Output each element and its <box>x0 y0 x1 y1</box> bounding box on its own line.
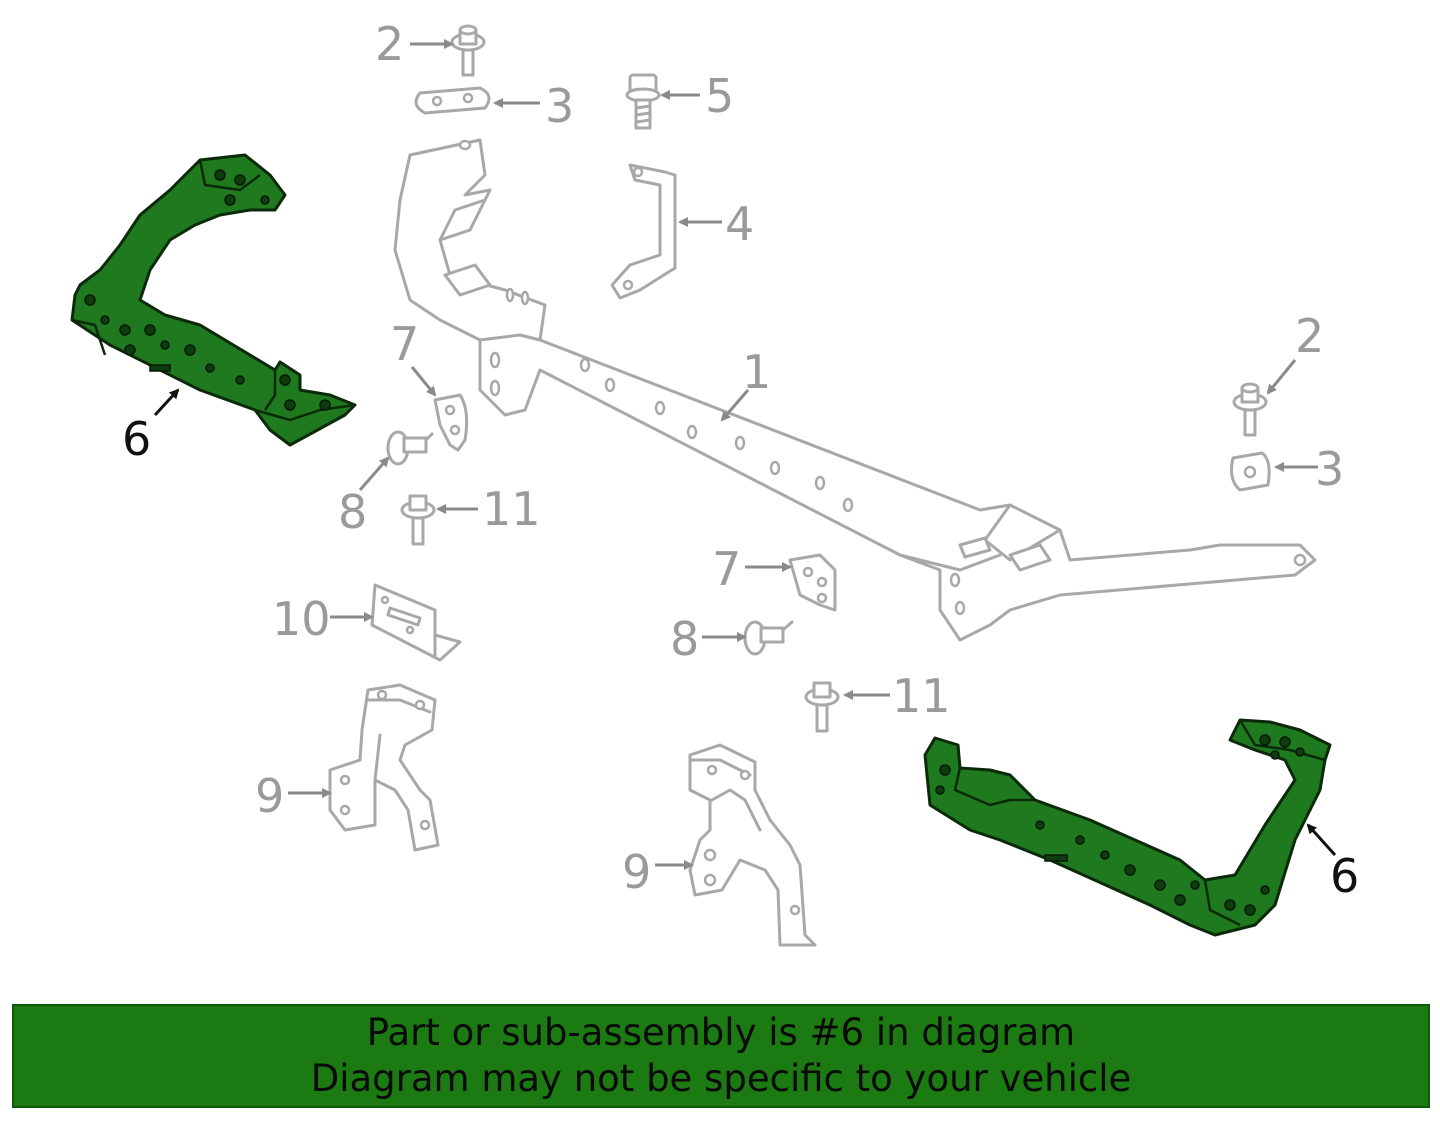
callout-7-left: 7 <box>390 317 419 371</box>
callout-labels: 2 3 5 4 1 2 3 7 8 11 10 7 8 11 9 9 6 6 <box>122 17 1359 903</box>
part-9-bracket-left[interactable] <box>328 683 440 852</box>
callout-5: 5 <box>705 69 734 123</box>
callout-3-right: 3 <box>1315 442 1344 496</box>
leader-arrows <box>153 39 1337 870</box>
callout-6-left: 6 <box>122 412 151 466</box>
banner-line-part: Part or sub-assembly is #6 in diagram <box>366 1011 1076 1054</box>
callout-9-left: 9 <box>255 769 284 823</box>
callout-4: 4 <box>725 197 754 251</box>
callout-3-top: 3 <box>545 79 574 133</box>
part-7-bracket-right[interactable] <box>788 553 837 612</box>
part-6-bracket-left[interactable] <box>70 153 357 447</box>
callout-11-left: 11 <box>482 482 541 536</box>
callout-7-right: 7 <box>712 542 741 596</box>
callout-2-top: 2 <box>375 17 404 71</box>
part-10-plate[interactable] <box>370 583 462 662</box>
callout-2-right: 2 <box>1295 309 1324 363</box>
banner-line-disclaimer: Diagram may not be specific to your vehi… <box>310 1057 1132 1100</box>
callout-11-right: 11 <box>892 669 951 723</box>
callout-9-center: 9 <box>622 845 651 899</box>
part-4-bracket[interactable] <box>610 163 677 300</box>
part-5-bolt[interactable] <box>625 73 661 130</box>
part-1-radiator-support[interactable] <box>393 138 1317 642</box>
part-6-bracket-right[interactable] <box>923 718 1332 937</box>
part-2-bolt-right[interactable] <box>1232 382 1268 437</box>
callout-10: 10 <box>272 592 331 646</box>
part-8-fastener-right[interactable] <box>743 620 794 656</box>
part-3-plate-right[interactable] <box>1230 451 1271 492</box>
part-7-bracket-left[interactable] <box>433 393 469 452</box>
part-3-plate-top[interactable] <box>414 86 491 115</box>
callout-8-right: 8 <box>670 612 699 666</box>
part-11-bolt-right[interactable] <box>804 681 840 733</box>
part-9-bracket-center[interactable] <box>688 743 817 947</box>
callout-8-left: 8 <box>338 485 367 539</box>
callout-1: 1 <box>742 345 771 399</box>
callout-6-right: 6 <box>1330 849 1359 903</box>
part-11-bolt-left[interactable] <box>400 494 436 546</box>
notice-banner: Part or sub-assembly is #6 in diagram Di… <box>12 1004 1430 1108</box>
part-8-fastener-left[interactable] <box>386 430 434 466</box>
part-2-bolt-top[interactable] <box>450 24 486 77</box>
parts-diagram: 2 3 5 4 1 2 3 7 8 11 10 7 8 11 9 9 6 6 <box>70 17 1359 947</box>
